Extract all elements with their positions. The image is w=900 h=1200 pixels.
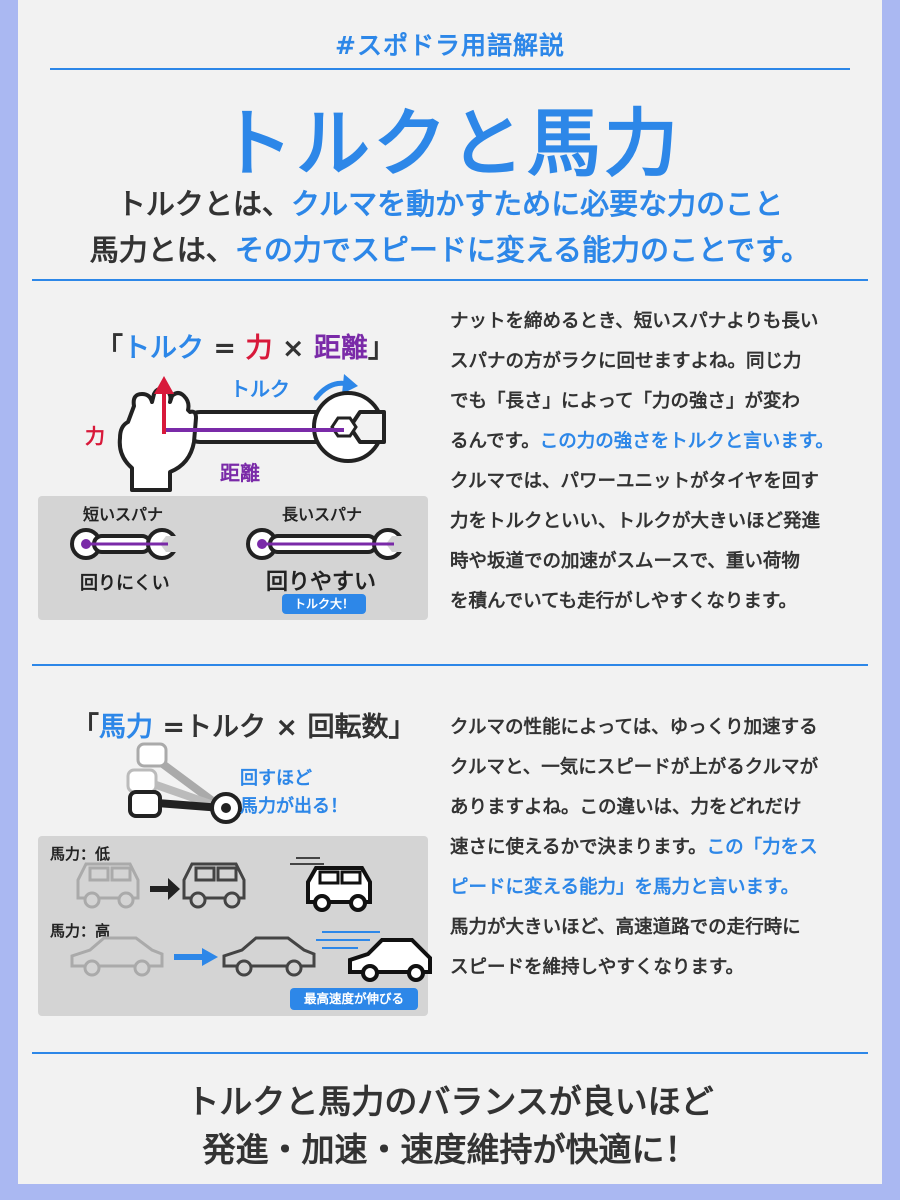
- hashtag: #スポドラ用語解説: [335, 31, 565, 60]
- diagram-force-label: 力: [85, 424, 105, 448]
- torque-para-line: を積んでいても走行がしやすくなります。: [450, 591, 798, 612]
- torque-para-line: クルマでは、パワーユニットがタイヤを回す: [450, 471, 819, 492]
- infographic-card: #スポドラ用語解説 トルクと馬力 トルクとは、クルマを動かすために必要な力のこと…: [18, 0, 882, 1184]
- formula-rest: =トルク × 回転数」: [153, 712, 416, 743]
- hp-para-line: クルマの性能によっては、ゆっくり加速する: [450, 717, 818, 738]
- short-spanner-caption: 回りにくい: [80, 573, 170, 594]
- hp-low-label: 馬力：低: [50, 845, 111, 863]
- lead-hp-term: 馬力とは、: [89, 233, 235, 267]
- short-spanner-icon: [70, 528, 180, 560]
- torque-para-line: スパナの方がラクに回せますよね。同じ力: [450, 351, 802, 372]
- lead-torque-def: クルマを動かすために必要な力のこと: [290, 187, 784, 221]
- lead-hp-def: その力でスピードに変える能力のことです。: [234, 233, 811, 267]
- formula-force: 力: [245, 333, 273, 364]
- torque-para-line: でも「長さ」によって「力の強さ」が変わ: [450, 391, 801, 412]
- torque-para-line: るんです。この力の強さをトルクと言います。: [450, 422, 834, 462]
- long-spanner-caption: 回りやすい: [266, 570, 377, 595]
- lead-torque-term: トルクとは、: [116, 187, 291, 221]
- divider-middle: [32, 664, 868, 666]
- hp-para-text: 速さに使えるかで決まります。: [450, 837, 707, 858]
- page-title: トルクと馬力: [219, 101, 681, 187]
- hp-para-line: クルマと、一気にスピードが上がるクルマが: [450, 757, 819, 778]
- bracket-open: 「: [96, 333, 123, 364]
- bracket-close: 」: [367, 333, 395, 364]
- lead-line-2: 馬力とは、その力でスピードに変える能力のことです。: [18, 227, 882, 269]
- hp-formula: 「馬力 =トルク × 回転数」: [72, 705, 415, 744]
- formula-hp: 馬力: [99, 712, 153, 743]
- rotating-hand-icon: [126, 742, 242, 824]
- torque-para-line: 力をトルクといい、トルクが大きいほど発進: [450, 511, 821, 532]
- rotate-note-2: 馬力が出る！: [240, 796, 348, 817]
- formula-equals: =: [204, 333, 246, 364]
- wrench-torque-diagram: [117, 374, 386, 492]
- torque-para-line: ナットを締めるとき、短いスパナよりも長い: [450, 311, 819, 332]
- torque-para-text: るんです。: [450, 431, 540, 452]
- divider-lead: [32, 279, 868, 281]
- hp-high-label: 馬力：高: [50, 922, 111, 940]
- torque-formula: 「トルク = 力 × 距離」: [96, 326, 395, 365]
- hp-para-highlight: この「力をス: [706, 837, 818, 858]
- formula-torque: トルク: [123, 333, 204, 364]
- formula-distance: 距離: [313, 333, 368, 364]
- torque-paragraph: ナットを締めるとき、短いスパナよりも長い スパナの方がラクに回せますよね。同じ力…: [450, 302, 834, 622]
- high-hp-cars: [70, 931, 432, 982]
- torque-big-badge: トルク大！: [282, 594, 366, 614]
- divider-top: [50, 68, 850, 70]
- torque-para-line: 時や坂道での加速がスムースで、重い荷物: [450, 551, 800, 572]
- divider-bottom: [32, 1052, 868, 1054]
- hp-para-line: ありますよね。この違いは、力をどれだけ: [450, 797, 802, 818]
- formula-times: ×: [272, 333, 314, 364]
- lead-line-1: トルクとは、クルマを動かすために必要な力のこと: [18, 181, 882, 223]
- diagram-distance-label: 距離: [220, 461, 260, 485]
- diagram-torque-label: トルク: [230, 377, 290, 401]
- hp-paragraph: クルマの性能によっては、ゆっくり加速する クルマと、一気にスピードが上がるクルマ…: [450, 708, 818, 988]
- rotate-note-1: 回すほど: [240, 768, 312, 789]
- hp-para-line: ピードに変える能力」を馬力と言います。: [450, 877, 800, 898]
- hp-para-line: 馬力が大きいほど、高速道路での走行時に: [450, 917, 801, 938]
- low-hp-cars: [76, 857, 372, 912]
- bracket-open: 「: [72, 712, 99, 743]
- long-spanner-title: 長いスパナ: [282, 505, 363, 524]
- torque-para-highlight: この力の強さをトルクと言います。: [539, 431, 834, 452]
- hp-para-line: スピードを維持しやすくなります。: [450, 957, 744, 978]
- footer-line-2: 発進・加速・速度維持が快適に！: [202, 1130, 698, 1169]
- footer-line-1: トルクと馬力のバランスが良いほど: [186, 1082, 714, 1121]
- short-spanner-title: 短いスパナ: [83, 505, 164, 524]
- hp-para-line: 速さに使えるかで決まります。この「力をス: [450, 828, 818, 868]
- long-spanner-icon: [246, 528, 406, 560]
- top-speed-badge: 最高速度が伸びる: [290, 988, 418, 1010]
